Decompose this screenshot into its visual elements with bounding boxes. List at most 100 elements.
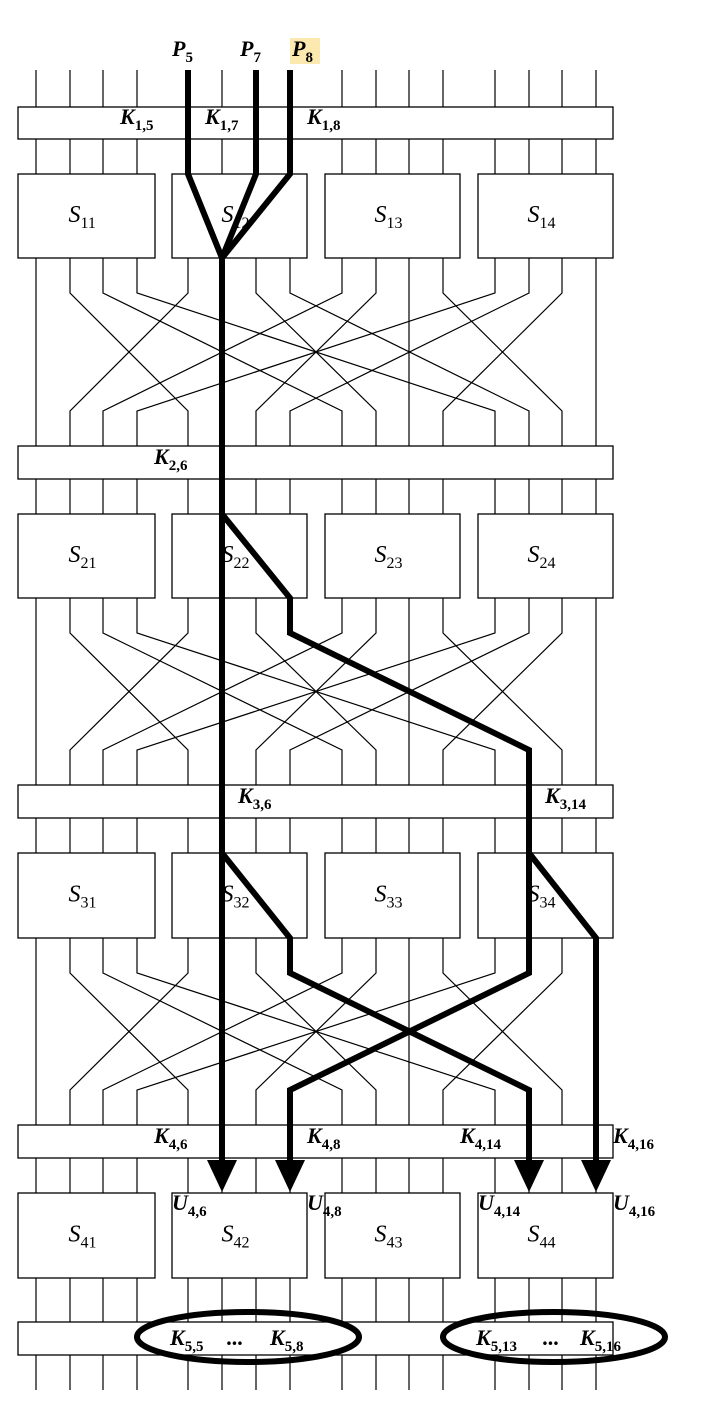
sbox-label-21-main: S <box>69 542 81 568</box>
output-label-1-main: U <box>172 1190 189 1215</box>
sbox-42 <box>171 1192 308 1279</box>
arrow-u4-6 <box>207 1160 237 1192</box>
sbox-label-11: S11 <box>69 202 96 232</box>
sbox-23 <box>324 513 461 599</box>
sbox-label-41: S41 <box>69 1222 97 1252</box>
sbox-label-24-main: S <box>528 542 540 568</box>
input-label-3: P8 <box>291 36 313 66</box>
sbox-label-13-subscript: 13 <box>387 215 403 232</box>
final-key-group-ellipse-2 <box>440 1309 668 1365</box>
key-label-4-2: K4,8 <box>306 1123 340 1153</box>
permutation-wire-r2-5 <box>69 598 189 785</box>
key-label-4-4-subscript: 4,16 <box>628 1137 655 1153</box>
key-label-1-1-main: K <box>119 104 136 129</box>
key-label-1-3: K1,8 <box>306 104 340 134</box>
permutation-wire-r3-5 <box>69 938 189 1125</box>
sbox-label-13: S13 <box>375 202 403 232</box>
final-key-last-2-main: K <box>579 1325 596 1350</box>
key-label-1-2-subscript: 1,7 <box>220 118 239 134</box>
input-label-1-main: P <box>171 36 186 61</box>
sbox-label-42: S42 <box>222 1222 250 1252</box>
sbox-label-22-main: S <box>222 542 234 568</box>
final-key-last-1-subscript: 5,8 <box>285 1339 304 1355</box>
key-label-4-4-main: K <box>612 1123 629 1148</box>
sbox-label-31-main: S <box>69 882 81 908</box>
input-highlight <box>290 38 320 64</box>
sbox-label-41-main: S <box>69 1222 81 1248</box>
sbox-label-33-main: S <box>375 882 387 908</box>
permutation-wire-r1-15 <box>442 258 563 446</box>
final-key-first-1-main: K <box>169 1325 186 1350</box>
key-label-3-1-main: K <box>237 783 254 808</box>
input-label-2: P7 <box>239 36 261 66</box>
sbox-label-32-subscript: 32 <box>234 895 250 912</box>
output-label-3: U4,14 <box>478 1190 521 1220</box>
trail-path-p8 <box>219 70 293 260</box>
input-label-2-subscript: 7 <box>253 50 261 66</box>
final-key-first-2-main: K <box>475 1325 492 1350</box>
sbox-label-44: S44 <box>528 1222 556 1252</box>
sbox-label-41-subscript: 41 <box>81 1235 97 1252</box>
sbox-label-42-main: S <box>222 1222 234 1248</box>
sbox-label-14-subscript: 14 <box>540 215 556 232</box>
output-label-2-subscript: 4,8 <box>323 1204 342 1220</box>
output-label-4-main: U <box>613 1190 630 1215</box>
key-label-4-1-subscript: 4,6 <box>169 1137 188 1153</box>
sbox-label-42-subscript: 42 <box>234 1235 250 1252</box>
sbox-32 <box>171 852 308 939</box>
permutation-wire-r1-13 <box>136 258 496 446</box>
key-label-1-3-main: K <box>306 104 323 129</box>
final-key-ellipsis-2: ... <box>543 1325 560 1350</box>
linear-trail-layer <box>134 70 668 1365</box>
final-key-first-1-subscript: 5,5 <box>185 1339 204 1355</box>
trail-path-r3-to-bit8 <box>287 853 532 1162</box>
sbox-14 <box>477 173 614 259</box>
box-layer <box>17 106 614 1356</box>
key-label-3-2: K3,14 <box>544 783 586 813</box>
sbox-label-33-subscript: 33 <box>387 895 403 912</box>
sbox-label-23-subscript: 23 <box>387 555 403 572</box>
key-label-2-1-subscript: 2,6 <box>169 458 188 474</box>
sbox-label-23-main: S <box>375 542 387 568</box>
key-label-3-2-main: K <box>544 783 561 808</box>
final-key-first-1: K5,5 <box>169 1325 203 1355</box>
key-label-1-1: K1,5 <box>119 104 153 134</box>
final-key-last-2: K5,16 <box>579 1325 621 1355</box>
sbox-label-34-subscript: 34 <box>540 895 556 912</box>
final-key-last-1: K5,8 <box>269 1325 303 1355</box>
sbox-label-22-subscript: 22 <box>234 555 250 572</box>
sbox-label-24: S24 <box>528 542 556 572</box>
sbox-44 <box>477 1192 614 1279</box>
sbox-24 <box>477 513 614 599</box>
output-label-2-main: U <box>307 1190 324 1215</box>
trail-path-p5 <box>185 70 225 260</box>
sbox-22 <box>171 513 308 599</box>
trail-path-r3-to-bit14 <box>219 851 532 1162</box>
key-mixing-bar-1 <box>17 106 614 140</box>
key-label-4-1-main: K <box>153 1123 170 1148</box>
key-label-4-1: K4,6 <box>153 1123 188 1153</box>
key-mixing-bar-4 <box>17 1124 614 1159</box>
arrow-u4-14 <box>514 1160 544 1192</box>
sbox-label-31: S31 <box>69 882 97 912</box>
sbox-label-12-subscript: 12 <box>234 215 250 232</box>
final-key-first-2-subscript: 5,13 <box>491 1339 517 1355</box>
key-label-1-2: K1,7 <box>204 104 239 134</box>
sbox-label-12: S12 <box>222 202 250 232</box>
key-mixing-bar-2 <box>17 445 614 480</box>
input-label-2-main: P <box>239 36 254 61</box>
sbox-label-31-subscript: 31 <box>81 895 97 912</box>
sbox-label-24-subscript: 24 <box>540 555 556 572</box>
key-label-1-3-subscript: 1,8 <box>322 118 341 134</box>
sbox-label-43-main: S <box>375 1222 387 1248</box>
key-mixing-bar-5 <box>17 1321 614 1356</box>
key-label-4-2-subscript: 4,8 <box>322 1137 341 1153</box>
key-label-4-3: K4,14 <box>459 1123 501 1153</box>
final-key-last-2-subscript: 5,16 <box>595 1339 622 1355</box>
sbox-label-21-subscript: 21 <box>81 555 97 572</box>
key-label-4-2-main: K <box>306 1123 323 1148</box>
sbox-label-14-main: S <box>528 202 540 228</box>
sbox-label-13-main: S <box>375 202 387 228</box>
final-key-group-ellipse-1 <box>134 1309 362 1365</box>
